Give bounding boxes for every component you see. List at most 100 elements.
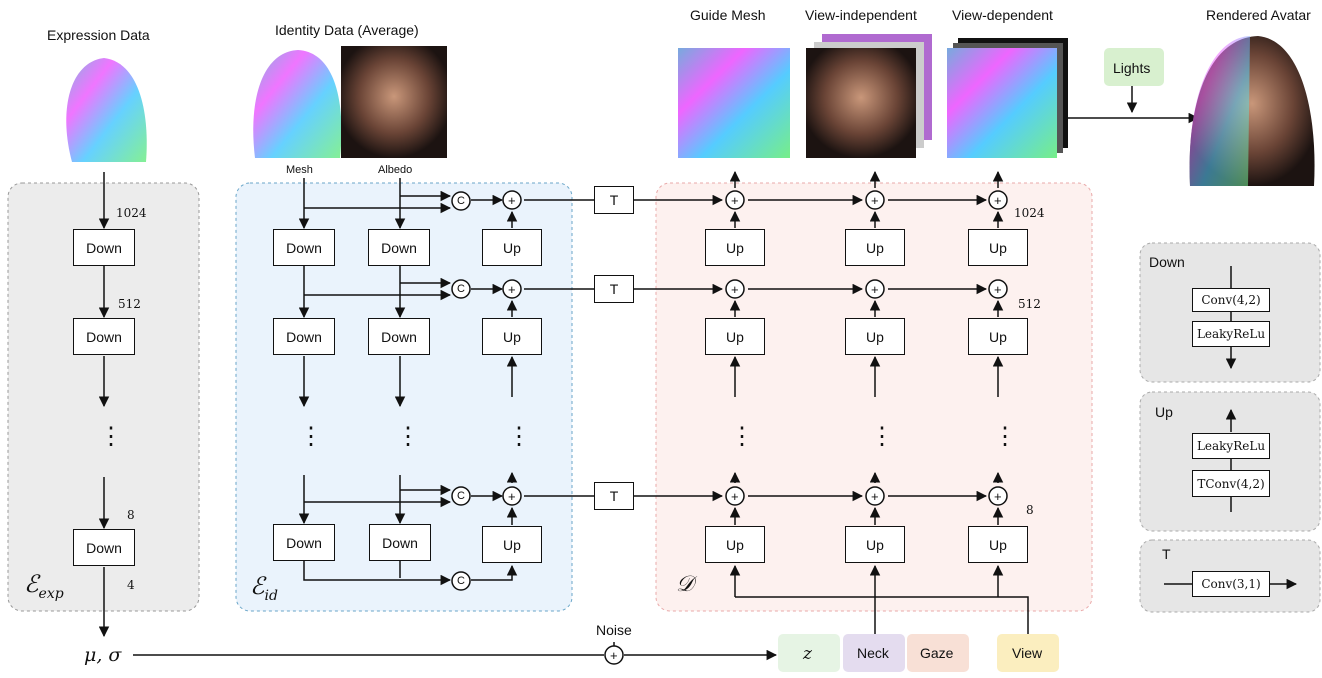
legend-up-relu: LeakyReLu xyxy=(1192,433,1270,459)
plus-dec-3: + xyxy=(731,489,739,504)
dec-up-c3-r3: Up xyxy=(968,526,1028,563)
concat-node-4 xyxy=(451,571,471,591)
t-block-2: T xyxy=(594,275,634,303)
id-mesh-down-2: Down xyxy=(273,318,335,355)
concat-label-4: C xyxy=(457,575,465,587)
t-block-3: T xyxy=(594,482,634,510)
concat-label-1: C xyxy=(457,195,465,207)
decoder-label: 𝒟 xyxy=(676,572,694,597)
concat-node-1 xyxy=(451,191,471,211)
view-independent-images xyxy=(806,34,932,158)
id-dots-1: ⋮ xyxy=(299,423,323,450)
view-box xyxy=(997,634,1059,672)
rendered-avatar-image xyxy=(1189,36,1315,186)
mu-sigma-label: μ, σ xyxy=(84,644,122,666)
dec-up-c3-r2: Up xyxy=(968,318,1028,355)
noise-add-node xyxy=(604,645,624,665)
plus-dec-5: + xyxy=(871,282,879,297)
plus-dec-2: + xyxy=(731,282,739,297)
dim-8-exp: 8 xyxy=(127,508,135,522)
plus-dec-1: + xyxy=(731,193,739,208)
guide-mesh-header: Guide Mesh xyxy=(690,7,766,23)
legend-t-conv: Conv(3,1) xyxy=(1192,571,1270,597)
t-block-1: T xyxy=(594,186,634,214)
id-up-2: Up xyxy=(482,318,542,355)
plus-id-2: + xyxy=(508,282,516,297)
neck-label: Neck xyxy=(857,645,889,661)
dim-8-dec: 8 xyxy=(1026,503,1034,517)
exp-down-block-3: Down xyxy=(73,529,135,566)
id-up-1: Up xyxy=(482,229,542,266)
gaze-label: Gaze xyxy=(920,645,954,661)
view-dependent-images xyxy=(947,38,1068,158)
plus-dec-7: + xyxy=(994,193,1002,208)
dim-1024-exp: 1024 xyxy=(116,206,147,220)
expression-header: Expression Data xyxy=(47,27,150,43)
view-label: View xyxy=(1012,645,1043,661)
identity-mesh-image xyxy=(253,50,342,158)
legend-down-title: Down xyxy=(1149,254,1185,270)
dec-up-c2-r3: Up xyxy=(845,526,905,563)
plus-dec-9: + xyxy=(994,489,1002,504)
view-dependent-header: View-dependent xyxy=(952,7,1053,23)
id-dots-2: ⋮ xyxy=(396,423,420,450)
legend-down-relu: LeakyReLu xyxy=(1192,321,1270,347)
dim-512-dec: 512 xyxy=(1018,297,1041,311)
id-dots-3: ⋮ xyxy=(507,423,531,450)
plus-id-1: + xyxy=(508,193,516,208)
id-albedo-down-2: Down xyxy=(368,318,430,355)
dim-4-exp: 4 xyxy=(127,578,135,592)
expression-mesh-image xyxy=(66,58,147,162)
exp-down-block-2: Down xyxy=(73,318,135,355)
id-encoder-symbol: ℰ xyxy=(250,572,265,600)
rendered-avatar-header: Rendered Avatar xyxy=(1206,7,1311,23)
legend-up-tconv: TConv(4,2) xyxy=(1192,470,1270,497)
legend-up-title: Up xyxy=(1155,404,1173,420)
id-up-3: Up xyxy=(482,526,542,563)
dec-up-c1-r3: Up xyxy=(705,526,765,563)
id-mesh-down-3: Down xyxy=(273,524,335,561)
gaze-box xyxy=(907,634,969,672)
dec-up-c2-r2: Up xyxy=(845,318,905,355)
dec-up-c3-r1: Up xyxy=(968,229,1028,266)
dec-dots-2: ⋮ xyxy=(870,423,894,450)
concat-node-2 xyxy=(451,279,471,299)
concat-label-3: C xyxy=(457,490,465,502)
dec-dots-1: ⋮ xyxy=(730,423,754,450)
id-albedo-down-3: Down xyxy=(369,524,431,561)
plus-noise: + xyxy=(610,648,618,663)
lights-box xyxy=(1104,48,1164,86)
mesh-input-label: Mesh xyxy=(286,164,313,176)
id-encoder-label: ℰid xyxy=(250,572,278,604)
legend-t-title: T xyxy=(1162,546,1171,562)
exp-encoder-subscript: exp xyxy=(38,585,64,602)
dec-up-c2-r1: Up xyxy=(845,229,905,266)
lights-label: Lights xyxy=(1113,60,1151,76)
exp-encoder-symbol: ℰ xyxy=(24,570,39,598)
guide-mesh-image xyxy=(678,48,790,158)
z-label: z xyxy=(803,644,812,664)
dec-dots-3: ⋮ xyxy=(993,423,1017,450)
exp-dots: ⋮ xyxy=(99,423,123,450)
legend-down-conv: Conv(4,2) xyxy=(1192,288,1270,312)
view-independent-header: View-independent xyxy=(805,7,917,23)
dec-up-c1-r2: Up xyxy=(705,318,765,355)
identity-header: Identity Data (Average) xyxy=(275,22,419,38)
exp-encoder-label: ℰexp xyxy=(24,570,64,602)
concat-node-3 xyxy=(451,486,471,506)
noise-label: Noise xyxy=(596,622,632,638)
id-encoder-subscript: id xyxy=(264,587,278,604)
id-albedo-down-1: Down xyxy=(368,229,430,266)
identity-albedo-image xyxy=(341,46,447,158)
dec-up-c1-r1: Up xyxy=(705,229,765,266)
plus-dec-6: + xyxy=(871,489,879,504)
legend-down-panel xyxy=(1139,242,1321,383)
id-mesh-down-1: Down xyxy=(273,229,335,266)
plus-dec-8: + xyxy=(994,282,1002,297)
z-box xyxy=(778,634,840,672)
albedo-input-label: Albedo xyxy=(378,164,413,176)
neck-box xyxy=(843,634,905,672)
dim-512-exp: 512 xyxy=(118,297,141,311)
dim-1024-dec: 1024 xyxy=(1014,206,1045,220)
